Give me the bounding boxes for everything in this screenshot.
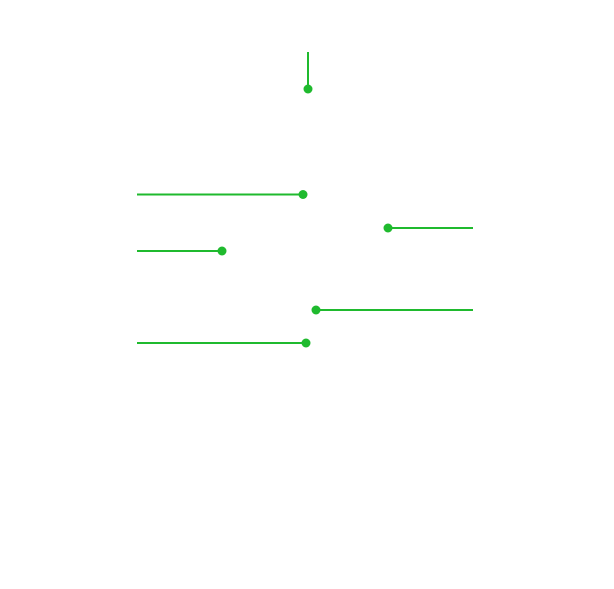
callout-left-1-anchor (298, 190, 308, 199)
callout-right-1 (383, 223, 473, 233)
callout-top (303, 52, 313, 94)
callout-left-3 (137, 338, 311, 348)
callout-top-anchor (303, 84, 313, 94)
callout-left-2 (137, 246, 227, 256)
callout-right-2 (311, 305, 473, 315)
callout-right-1-anchor (383, 223, 393, 233)
callout-right-2-anchor (311, 305, 321, 315)
callout-left-3-anchor (301, 338, 311, 348)
callout-left-1 (137, 190, 308, 199)
callout-left-2-anchor (217, 246, 227, 256)
